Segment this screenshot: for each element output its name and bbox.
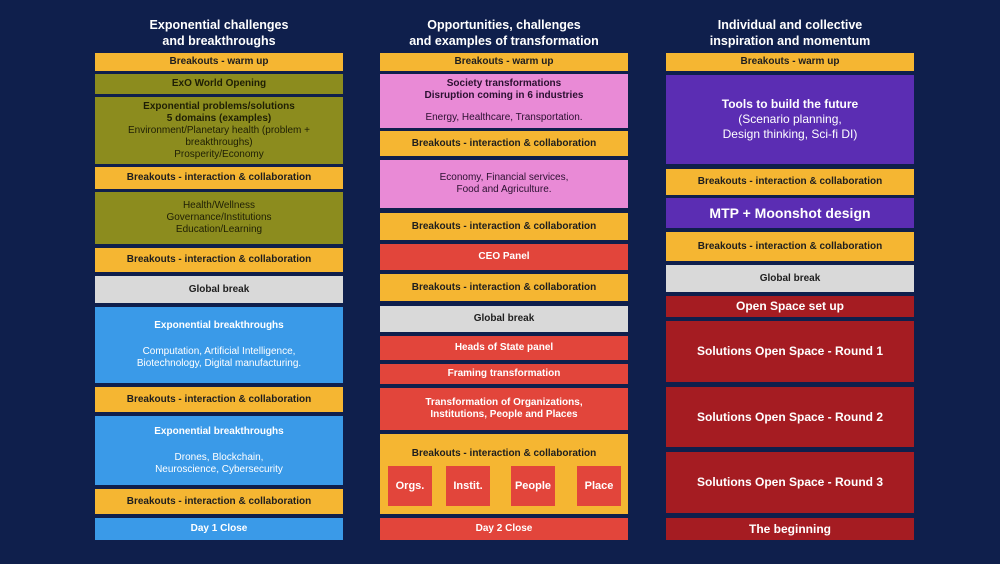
open-space-setup-block: Open Space set up: [666, 296, 914, 317]
block-heading: Exponential breakthroughs: [154, 425, 284, 437]
column-title-line: inspiration and momentum: [709, 34, 871, 48]
tile-orgs: Orgs.: [388, 466, 432, 506]
breakout-warmup-block: Breakouts - warm up: [666, 53, 914, 71]
breakout-block: Breakouts - interaction & collaboration: [666, 232, 914, 261]
framing-block: Framing transformation: [380, 364, 628, 384]
block-subheading: 5 domains (examples): [166, 112, 272, 124]
block-text-line: Drones, Blockchain,: [174, 451, 264, 463]
breakout-block: Breakouts - interaction & collaboration: [95, 167, 343, 189]
ceo-panel-block: CEO Panel: [380, 244, 628, 270]
block-text-line: Computation, Artificial Intelligence,: [142, 346, 296, 357]
block-subheading: Disruption coming in 6 industries: [424, 90, 584, 101]
breakthroughs-block: Exponential breakthroughs Computation, A…: [95, 307, 343, 383]
industries-block: Economy, Financial services, Food and Ag…: [380, 160, 628, 208]
tile-place: Place: [577, 466, 621, 506]
transformation-block: Transformation of Organizations, Institu…: [380, 388, 628, 430]
block-heading: Tools to build the future: [721, 97, 859, 111]
block-text-line: Energy, Healthcare, Transportation.: [425, 112, 583, 123]
breakout-block: Breakouts - interaction & collaboration: [380, 213, 628, 240]
block-text-line: Education/Learning: [175, 224, 263, 235]
mtp-moonshot-block: MTP + Moonshot design: [666, 198, 914, 228]
tile-people: People: [511, 466, 555, 506]
block-text-line: Prosperity/Economy: [174, 148, 264, 160]
block-text-line: Economy, Financial services,: [439, 172, 569, 183]
day-close-block: Day 2 Close: [380, 518, 628, 540]
breakout-block: Breakouts - interaction & collaboration: [95, 489, 343, 514]
column-title-line: Exponential challenges: [149, 18, 289, 32]
column-title-line: and breakthroughs: [162, 34, 276, 48]
column-title: Opportunities, challenges and examples o…: [380, 17, 628, 49]
block-text-line: Neuroscience, Cybersecurity: [155, 463, 283, 475]
block-text-line: Food and Agriculture.: [456, 184, 552, 195]
society-transformations-block: Society transformations Disruption comin…: [380, 74, 628, 128]
breakout-block: Breakouts - interaction & collaboration: [380, 131, 628, 156]
heads-of-state-block: Heads of State panel: [380, 336, 628, 360]
breakout-block: Breakouts - interaction & collaboration: [380, 274, 628, 301]
breakout-block: Breakouts - interaction & collaboration: [95, 387, 343, 412]
column-title-line: and examples of transformation: [409, 34, 599, 48]
breakout-warmup-block: Breakouts - warm up: [95, 53, 343, 71]
problems-solutions-block: Exponential problems/solutions 5 domains…: [95, 97, 343, 164]
block-heading: Society transformations: [446, 78, 562, 89]
tile-instit: Instit.: [446, 466, 490, 506]
domains-block: Health/Wellness Governance/Institutions …: [95, 192, 343, 244]
block-text-line: Transformation of Organizations,: [425, 397, 583, 408]
block-heading: Exponential breakthroughs: [154, 320, 284, 331]
block-text-line: (Scenario planning,: [738, 112, 842, 126]
global-break-block: Global break: [666, 265, 914, 292]
breakout-tiles-block: Breakouts - interaction & collaboration …: [380, 434, 628, 514]
global-break-block: Global break: [95, 276, 343, 303]
opening-block: ExO World Opening: [95, 74, 343, 94]
breakout-block: Breakouts - interaction & collaboration: [95, 248, 343, 272]
breakthroughs-block: Exponential breakthroughs Drones, Blockc…: [95, 416, 343, 485]
block-text-line: Environment/Planetary health (problem +: [127, 124, 311, 136]
tiles-row: Orgs. Instit. People Place: [380, 466, 628, 506]
block-text-line: Health/Wellness: [182, 200, 256, 211]
open-space-round-2-block: Solutions Open Space - Round 2: [666, 387, 914, 447]
day-close-block: Day 1 Close: [95, 518, 343, 540]
column-title-line: Individual and collective: [717, 18, 863, 32]
column-title: Exponential challenges and breakthroughs: [95, 17, 343, 49]
global-break-block: Global break: [380, 306, 628, 332]
block-text-line: Institutions, People and Places: [430, 409, 578, 420]
breakout-warmup-block: Breakouts - warm up: [380, 53, 628, 71]
open-space-round-3-block: Solutions Open Space - Round 3: [666, 452, 914, 513]
block-heading: Exponential problems/solutions: [143, 100, 295, 112]
open-space-round-1-block: Solutions Open Space - Round 1: [666, 321, 914, 382]
the-beginning-block: The beginning: [666, 518, 914, 540]
block-text-line: Biotechnology, Digital manufacturing.: [136, 358, 302, 369]
column-title: Individual and collective inspiration an…: [666, 17, 914, 49]
column-title-line: Opportunities, challenges: [427, 18, 581, 32]
block-text-line: Governance/Institutions: [166, 212, 272, 223]
block-heading: Breakouts - interaction & collaboration: [411, 448, 597, 459]
breakout-block: Breakouts - interaction & collaboration: [666, 169, 914, 195]
tools-block: Tools to build the future (Scenario plan…: [666, 75, 914, 164]
block-text-line: breakthroughs): [185, 136, 253, 148]
block-text-line: Design thinking, Sci-fi DI): [722, 127, 858, 141]
